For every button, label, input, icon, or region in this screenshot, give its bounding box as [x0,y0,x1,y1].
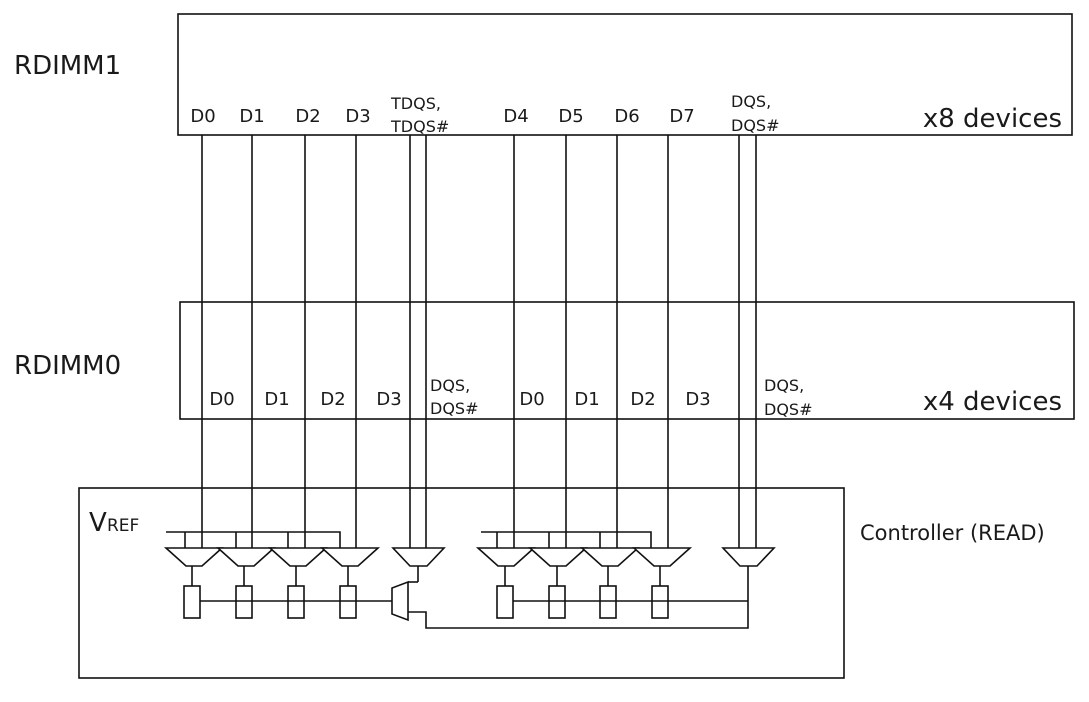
rdimm0-pin-dqs-a: DQS, [430,376,470,395]
receiver-output-wires [191,566,661,586]
rdimm0-pin-d0-b: D0 [519,389,544,410]
rdimm1-pin-dqs: DQS, [731,92,771,111]
receiver-group-b [475,547,693,567]
rdimm1-pin-d0: D0 [190,106,215,127]
rdimm0-pin-d3-b: D3 [685,389,710,410]
rdimm0-pin-d1-b: D1 [574,389,599,410]
rdimm0-pin-d1-a: D1 [264,389,289,410]
rdimm1-pin-dqs-n: DQS# [731,116,779,135]
vref-label: V REF [89,508,139,538]
rdimm1-pin-tdqs-n: TDQS# [390,117,449,136]
rdimm1-label: RDIMM1 [14,51,121,81]
strobe-receiver-b [721,547,776,567]
rdimm1-device-type: x8 devices [923,104,1062,134]
latch-cells [183,585,669,619]
controller-box [78,487,845,679]
rdimm0-pin-d3-a: D3 [376,389,401,410]
data-bus-wires [201,135,669,548]
rdimm0-pin-d0-a: D0 [209,389,234,410]
rdimm1-pin-d4: D4 [503,106,528,127]
svg-text:V: V [89,508,107,538]
rdimm1-pin-d2: D2 [295,106,320,127]
rdimm1-pin-d3: D3 [345,106,370,127]
receiver-group-a [163,547,381,567]
rdimm1-pin-d5: D5 [558,106,583,127]
controller-label: Controller (READ) [860,521,1045,545]
rdimm0-device-type: x4 devices [923,387,1062,417]
rdimm0-pin-dqs-n-b: DQS# [764,400,812,419]
rdimm1-pin-d1: D1 [239,106,264,127]
rdimm0-pin-d2-b: D2 [630,389,655,410]
rdimm1-pin-d7: D7 [669,106,694,127]
rdimm1-pin-tdqs: TDQS, [390,94,441,113]
rdimm1-box [177,13,1073,136]
rdimm0-pin-dqs-n-a: DQS# [430,399,478,418]
strobe-receiver-a [391,547,446,567]
rdimm0-box [179,301,1075,420]
rdimm0-label: RDIMM0 [14,351,121,381]
strobe-distribution [200,566,749,629]
vref-rail [166,531,652,548]
svg-text:REF: REF [107,516,139,536]
rdimm0-pin-d2-a: D2 [320,389,345,410]
rdimm1-pin-d6: D6 [614,106,639,127]
strobe-wires [409,135,757,548]
rdimm0-pin-dqs-b: DQS, [764,376,804,395]
